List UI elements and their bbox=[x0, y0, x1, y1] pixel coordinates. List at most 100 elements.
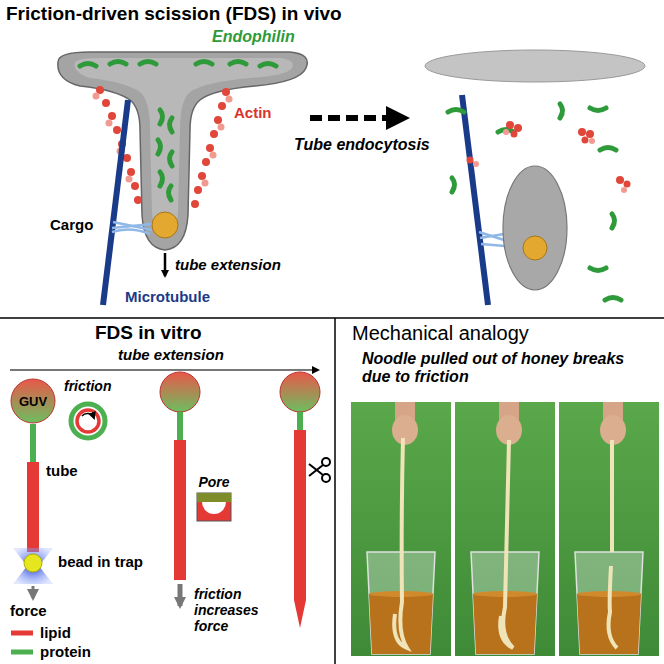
endophilin bbox=[605, 298, 621, 301]
actin bbox=[210, 130, 218, 138]
node-text: GUV bbox=[19, 394, 47, 409]
motion-label: tube extension bbox=[118, 346, 224, 363]
friction-inset bbox=[71, 404, 105, 438]
membrane-disk bbox=[425, 50, 645, 82]
guv-circle-shape bbox=[11, 379, 55, 423]
endophilin bbox=[160, 172, 163, 186]
lipid-tube bbox=[30, 424, 36, 462]
actin bbox=[113, 126, 121, 134]
endophilin bbox=[80, 62, 276, 201]
force-arrow bbox=[33, 584, 180, 606]
actin bbox=[467, 121, 631, 193]
lipid-tube bbox=[297, 412, 303, 430]
motion-label: tube extension bbox=[175, 256, 281, 273]
photo bbox=[559, 402, 659, 656]
photo bbox=[609, 566, 617, 648]
lipid-tube bbox=[27, 462, 39, 552]
scissors bbox=[309, 465, 323, 476]
photo bbox=[351, 402, 451, 656]
legend-text: lipid bbox=[40, 624, 71, 641]
endophilin bbox=[260, 64, 276, 67]
actin bbox=[624, 181, 631, 188]
actin bbox=[589, 138, 595, 144]
membrane-tube bbox=[58, 52, 307, 250]
optical-trap bbox=[13, 548, 53, 584]
force-arrow bbox=[32, 586, 35, 598]
extension-arrow bbox=[165, 253, 166, 276]
dashed-arrow bbox=[386, 106, 410, 130]
actin bbox=[467, 121, 631, 188]
actin bbox=[511, 131, 518, 138]
endophilin bbox=[612, 214, 615, 228]
legend-row: protein bbox=[10, 643, 91, 660]
scissors bbox=[322, 474, 330, 482]
extension-arrow bbox=[164, 253, 167, 276]
actin bbox=[473, 129, 627, 193]
membrane-disk bbox=[425, 50, 645, 82]
extension-axis bbox=[10, 370, 318, 371]
note: friction increases force bbox=[194, 586, 290, 634]
panel-heading: Friction-driven scission (FDS) in vivo bbox=[6, 3, 342, 25]
photo bbox=[500, 440, 513, 648]
photo bbox=[351, 402, 451, 656]
lipid-tube bbox=[160, 372, 200, 412]
process-label: Tube endocytosis bbox=[294, 136, 430, 154]
endophilin bbox=[590, 268, 606, 271]
lipid-tube bbox=[177, 412, 183, 440]
photo bbox=[559, 402, 659, 656]
vesicle bbox=[523, 236, 547, 260]
extension-axis bbox=[10, 369, 318, 371]
actin bbox=[621, 187, 627, 193]
actin bbox=[582, 137, 589, 144]
pore-symbol bbox=[197, 493, 231, 502]
endophilin bbox=[170, 118, 173, 132]
protein-label: Endophilin bbox=[212, 28, 295, 46]
endophilin bbox=[590, 108, 606, 111]
scissors bbox=[309, 458, 330, 482]
pore-symbol bbox=[202, 502, 226, 514]
actin bbox=[126, 176, 133, 183]
membrane-tube bbox=[75, 58, 293, 238]
actin bbox=[473, 161, 479, 167]
friction-inset bbox=[77, 410, 99, 432]
endophilin bbox=[140, 62, 156, 65]
membrane-tube bbox=[58, 52, 307, 250]
friction-inset bbox=[82, 413, 94, 418]
scissors bbox=[322, 458, 330, 466]
cargo bbox=[152, 212, 178, 238]
optical-trap bbox=[24, 554, 42, 572]
legend-text: protein bbox=[40, 643, 91, 660]
actin bbox=[467, 157, 474, 164]
photo bbox=[455, 402, 555, 656]
endophilin bbox=[452, 178, 455, 192]
actin bbox=[218, 124, 225, 131]
panel-heading: Mechanical analogy bbox=[352, 322, 529, 345]
lipid-tube bbox=[27, 372, 320, 628]
part-label: Microtubule bbox=[125, 288, 210, 305]
lipid-tube bbox=[280, 372, 320, 412]
actin bbox=[127, 168, 135, 176]
actin bbox=[93, 93, 233, 187]
pore-box: Pore bbox=[194, 474, 234, 522]
actin bbox=[206, 144, 214, 152]
legend-sample bbox=[10, 628, 34, 638]
motor-protein bbox=[112, 229, 150, 234]
panel-divider bbox=[334, 318, 336, 664]
part-label: bead in trap bbox=[58, 553, 143, 570]
endophilin bbox=[600, 148, 616, 151]
actin bbox=[134, 196, 142, 204]
actin bbox=[102, 99, 110, 107]
legend-sample bbox=[11, 630, 33, 635]
cargo bbox=[152, 212, 178, 238]
panel-divider bbox=[0, 318, 664, 664]
pore-symbol bbox=[196, 492, 232, 522]
endophilin bbox=[158, 140, 161, 154]
protein-label: Actin bbox=[234, 104, 272, 121]
endophilin bbox=[170, 152, 173, 166]
actin bbox=[131, 182, 139, 190]
endophilin bbox=[448, 110, 464, 113]
actin bbox=[198, 172, 206, 180]
vesicle bbox=[503, 166, 567, 290]
endophilin bbox=[160, 110, 163, 124]
